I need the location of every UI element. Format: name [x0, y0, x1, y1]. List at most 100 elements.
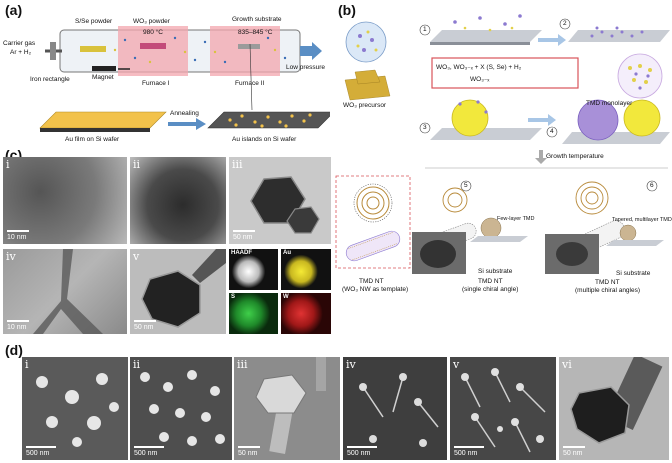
tem-c-iii-label: iii: [232, 158, 243, 171]
iron-rectangle-label: Iron rectangle: [30, 76, 70, 83]
tem-c-v-label: v: [133, 250, 140, 263]
w-label: W: [283, 294, 289, 300]
wo3-precursor-label: WO₃ precursor: [343, 102, 387, 109]
growth-temperature-label: Growth temperature: [546, 153, 604, 160]
furnace1-label: Furnace I: [142, 80, 170, 87]
reaction-label-2: WO₃₋ₓ: [470, 76, 490, 83]
panel-a-label: (a): [5, 2, 23, 18]
s-se-powder-label: S/Se powder: [75, 18, 113, 25]
sem-image-d-ii: ii 500 nm: [130, 357, 232, 460]
sem-d-i-label: i: [25, 358, 29, 371]
sem-d-vi-label: vi: [562, 358, 572, 371]
sem-d-vi-scale: 50 nm: [563, 450, 583, 457]
step-3-label: 3: [423, 124, 427, 131]
sem-d-iii-scale: 50 nm: [238, 450, 258, 457]
reaction-label-1: WO₃, WO₃₋ₓ + X (S, Se) + H₂: [436, 64, 522, 71]
au-islands-label: Au islands on Si wafer: [232, 136, 297, 143]
sem-particles: [36, 373, 119, 447]
few-layer-label: Few-layer TMD: [497, 216, 535, 222]
tem-c-iii-scale: 50 nm: [233, 234, 253, 241]
si-substrate-label-6: Si substrate: [616, 270, 651, 277]
step-1-label: 1: [423, 26, 427, 33]
sem-particles: [140, 370, 225, 446]
sem-nanowires: [461, 368, 546, 453]
panel-b-label: (b): [338, 2, 356, 18]
sem-image-d-vi: vi 50 nm: [559, 357, 669, 460]
growth-substrate-label: Growth substrate: [232, 16, 282, 23]
au-label: Au: [283, 250, 291, 256]
furnace1-temp-label: 980 °C: [143, 29, 163, 36]
wo3-powder-label: WO₃ powder: [133, 18, 170, 25]
scale-bar: [563, 446, 585, 448]
sem-d-v-scale: 500 nm: [454, 450, 478, 457]
tem-nanotube-tip: [570, 357, 663, 444]
sem-image-d-i: i 500 nm: [22, 357, 128, 460]
cvd-setup-diagram: [39, 26, 330, 132]
nanocrystal-stem: [141, 249, 226, 328]
nt-template-label: TMD NT: [359, 278, 384, 285]
haadf-label: HAADF: [231, 250, 252, 256]
nt-multi-label-2: (multiple chiral angles): [575, 287, 641, 294]
eds-map-w: W: [281, 293, 331, 334]
sem-d-iii-label: iii: [237, 358, 248, 371]
sem-d-iv-label: iv: [346, 358, 356, 371]
growth-mechanism-diagram: [335, 14, 670, 274]
tapered-label: Tapered, multilayer TMD: [612, 217, 672, 223]
magnet-label: Magnet: [92, 74, 114, 81]
tem-image-c-iv: iv 10 nm: [3, 249, 127, 334]
furnace2-temp-label: 835–845 °C: [238, 29, 273, 36]
carrier-gas-label: Carrier gas: [3, 40, 36, 47]
eds-map-s: S: [229, 293, 278, 334]
tem-c-i-scale: 10 nm: [7, 234, 27, 241]
tem-image-c-i: i 10 nm: [3, 157, 127, 244]
sem-image-d-iii: iii 50 nm: [234, 357, 340, 460]
tmd-monolayer-label: TMD monolayer: [586, 100, 633, 107]
nt-template-label-2: (WO₃ NW as template): [342, 286, 409, 293]
step-4-label: 4: [550, 128, 554, 135]
furnace2-label: Furnace II: [235, 80, 265, 87]
scale-bar: [134, 320, 156, 322]
annealing-label: Annealing: [170, 110, 199, 117]
eds-map-au: Au: [281, 249, 331, 290]
tem-c-iv-scale: 10 nm: [7, 324, 27, 331]
sem-nanowires: [359, 373, 439, 447]
sem-image-d-v: v 500 nm: [450, 357, 556, 460]
nt-single-label: TMD NT: [478, 278, 503, 285]
nanotube-stem: [33, 249, 103, 334]
tem-c-v-scale: 50 nm: [134, 324, 154, 331]
sem-d-i-scale: 500 nm: [26, 450, 50, 457]
tem-image-c-ii: ii: [130, 157, 226, 244]
tem-c-i-label: i: [6, 158, 10, 171]
tem-c-ii-label: ii: [133, 158, 141, 171]
sem-d-v-label: v: [453, 358, 460, 371]
carrier-gas-label-2: Ar + H₂: [10, 49, 32, 56]
scale-bar: [347, 446, 377, 448]
scale-bar: [7, 320, 29, 322]
sem-d-iv-scale: 500 nm: [347, 450, 371, 457]
step-2-label: 2: [563, 20, 567, 27]
scale-bar: [233, 230, 255, 232]
low-pressure-label: Low pressure: [286, 64, 326, 71]
scale-bar: [134, 446, 164, 448]
sem-nanotube: [255, 357, 326, 454]
nanocrystal-shapes: [250, 176, 320, 234]
nt-multi-label: TMD NT: [595, 279, 620, 286]
scale-bar: [454, 446, 484, 448]
tem-image-c-iii: iii 50 nm: [229, 157, 331, 244]
s-label: S: [231, 294, 236, 300]
sem-d-ii-scale: 500 nm: [134, 450, 158, 457]
eds-map-haadf: HAADF: [229, 249, 278, 290]
tem-c-iv-label: iv: [6, 250, 16, 263]
step-5-label: 5: [464, 182, 468, 189]
si-substrate-label-5: Si substrate: [478, 268, 513, 275]
panel-d-label: (d): [5, 342, 23, 358]
scale-bar: [7, 230, 29, 232]
nt-single-label-2: (single chiral angle): [462, 286, 519, 293]
sem-d-ii-label: ii: [133, 358, 141, 371]
tem-image-c-v: v 50 nm: [130, 249, 226, 334]
step-6-label: 6: [650, 182, 654, 189]
sem-image-d-iv: iv 500 nm: [343, 357, 447, 460]
au-film-label: Au film on Si wafer: [65, 136, 120, 143]
scale-bar: [238, 446, 260, 448]
scale-bar: [26, 446, 56, 448]
